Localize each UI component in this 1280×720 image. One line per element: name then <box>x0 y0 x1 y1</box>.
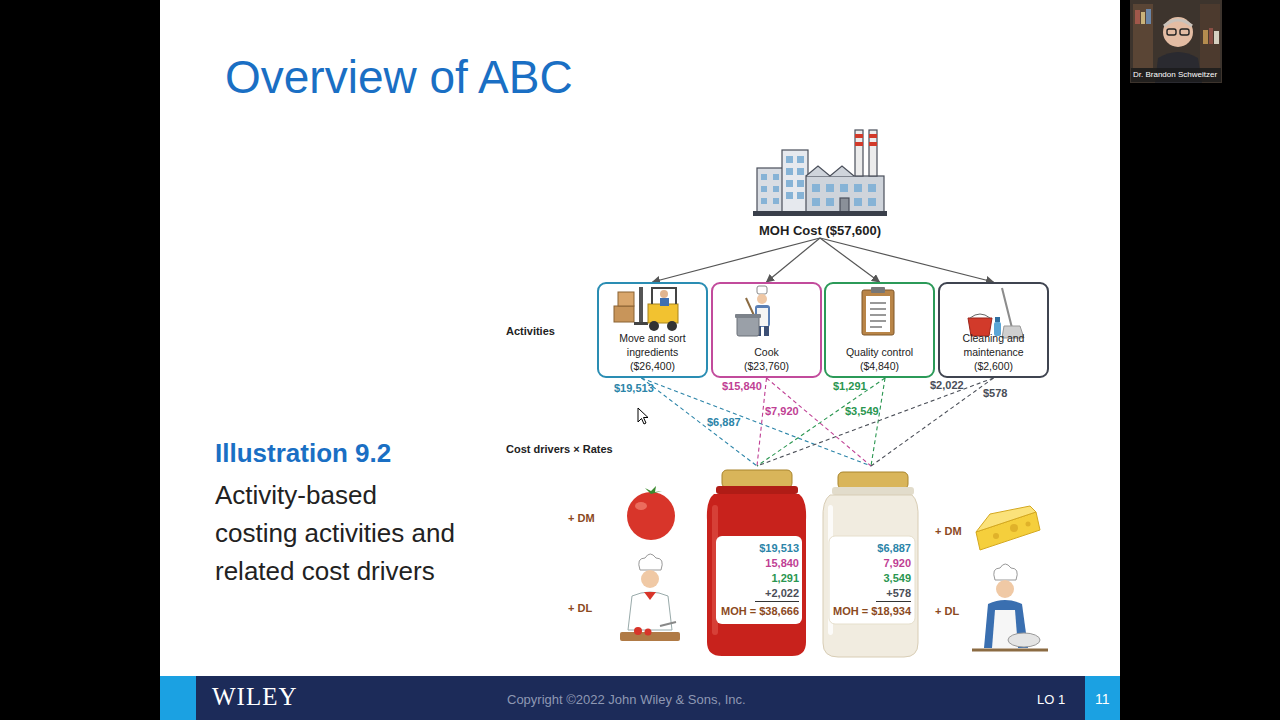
edge-amount: $19,513 <box>614 382 654 394</box>
copyright-note: Copyright ©2022 John Wiley & Sons, Inc. <box>507 692 746 707</box>
allocated-amount: 7,920 <box>883 556 911 571</box>
jar-label-text: $6,8877,9203,549+578MOH = $18,934 <box>833 541 911 619</box>
row-label: Cost drivers × Rates <box>506 443 613 455</box>
footer-bar <box>160 676 1120 720</box>
tomato-icon <box>627 486 675 540</box>
allocation-arrow <box>820 238 880 282</box>
cost-driver-line <box>757 378 885 466</box>
product-jar: $6,8877,9203,549+578MOH = $18,934 <box>823 466 919 656</box>
cost-driver-line <box>767 378 872 466</box>
node-title: Move and sort ingredients <box>599 331 706 359</box>
allocated-amount: 1,291 <box>771 571 799 586</box>
edge-amount: $1,291 <box>833 380 867 392</box>
mouse-cursor <box>638 408 648 424</box>
node-title: MOH Cost ($57,600) <box>759 223 881 238</box>
chef-icon <box>620 554 680 641</box>
edge-amount: $6,887 <box>707 416 741 428</box>
chef-icon <box>972 564 1048 650</box>
objective-tag: LO 1 <box>1037 692 1065 707</box>
cost-driver-line <box>871 378 885 466</box>
edge-amount: $2,022 <box>930 379 964 391</box>
presenter-name: Dr. Brandon Schweitzer <box>1133 70 1217 79</box>
cost-add-label: + DL <box>935 605 959 617</box>
overhead-total: MOH = $18,934 <box>833 604 911 619</box>
clipboard-icon <box>862 287 894 335</box>
edge-amount: $3,549 <box>845 405 879 417</box>
allocation-arrow <box>767 238 821 282</box>
node-amount: ($26,400) <box>599 359 706 373</box>
cost-driver-line <box>641 378 871 466</box>
node-amount: ($4,840) <box>826 359 933 373</box>
activity-box: Quality control($4,840) <box>824 282 935 378</box>
publisher-logo: WILEY <box>212 683 298 711</box>
product-jar: $19,51315,8401,291+2,022MOH = $38,666 <box>707 466 807 656</box>
cost-pool-node: MOH Cost ($57,600) <box>745 125 895 238</box>
illustration-number: Illustration 9.2 <box>215 438 391 469</box>
forklift-icon <box>614 287 678 331</box>
row-label: Activities <box>506 325 555 337</box>
node-title: Quality control <box>826 345 933 359</box>
cook-icon <box>735 286 770 336</box>
allocated-amount: $6,887 <box>877 541 911 556</box>
cleaning-icon <box>968 288 1024 338</box>
overhead-total: MOH = $38,666 <box>721 604 799 619</box>
activity-box: Cook($23,760) <box>711 282 822 378</box>
slide-title: Overview of ABC <box>225 50 573 104</box>
node-title: Cook <box>713 345 820 359</box>
edge-amount: $15,840 <box>722 380 762 392</box>
cost-driver-line <box>757 378 994 466</box>
cost-add-label: + DM <box>568 512 595 524</box>
allocated-amount: $19,513 <box>759 541 799 556</box>
edge-amount: $578 <box>983 387 1007 399</box>
node-amount: ($2,600) <box>940 359 1047 373</box>
sauce-jar <box>823 472 918 657</box>
allocated-amount: +2,022 <box>755 586 799 602</box>
factory-icon <box>753 130 887 216</box>
edge-amount: $7,920 <box>765 405 799 417</box>
illustration-caption: Activity-based costing activities and re… <box>215 476 455 590</box>
allocated-amount: 15,840 <box>765 556 799 571</box>
node-amount: ($23,760) <box>713 359 820 373</box>
cost-add-label: + DM <box>935 525 962 537</box>
cheese-icon <box>976 506 1040 550</box>
webcam-thumbnail <box>1130 0 1222 83</box>
cost-add-label: + DL <box>568 602 592 614</box>
cost-driver-line <box>871 378 994 466</box>
allocated-amount: 3,549 <box>883 571 911 586</box>
activity-box: Move and sort ingredients($26,400) <box>597 282 708 378</box>
activity-box: Cleaning and maintenance($2,600) <box>938 282 1049 378</box>
allocated-amount: +578 <box>876 586 911 602</box>
page-number: 11 <box>1095 691 1110 707</box>
node-title: Cleaning and maintenance <box>940 331 1047 359</box>
allocation-arrow <box>653 238 821 282</box>
jar-label-text: $19,51315,8401,291+2,022MOH = $38,666 <box>721 541 799 619</box>
sauce-jar <box>707 470 806 656</box>
allocation-arrow <box>820 238 994 282</box>
